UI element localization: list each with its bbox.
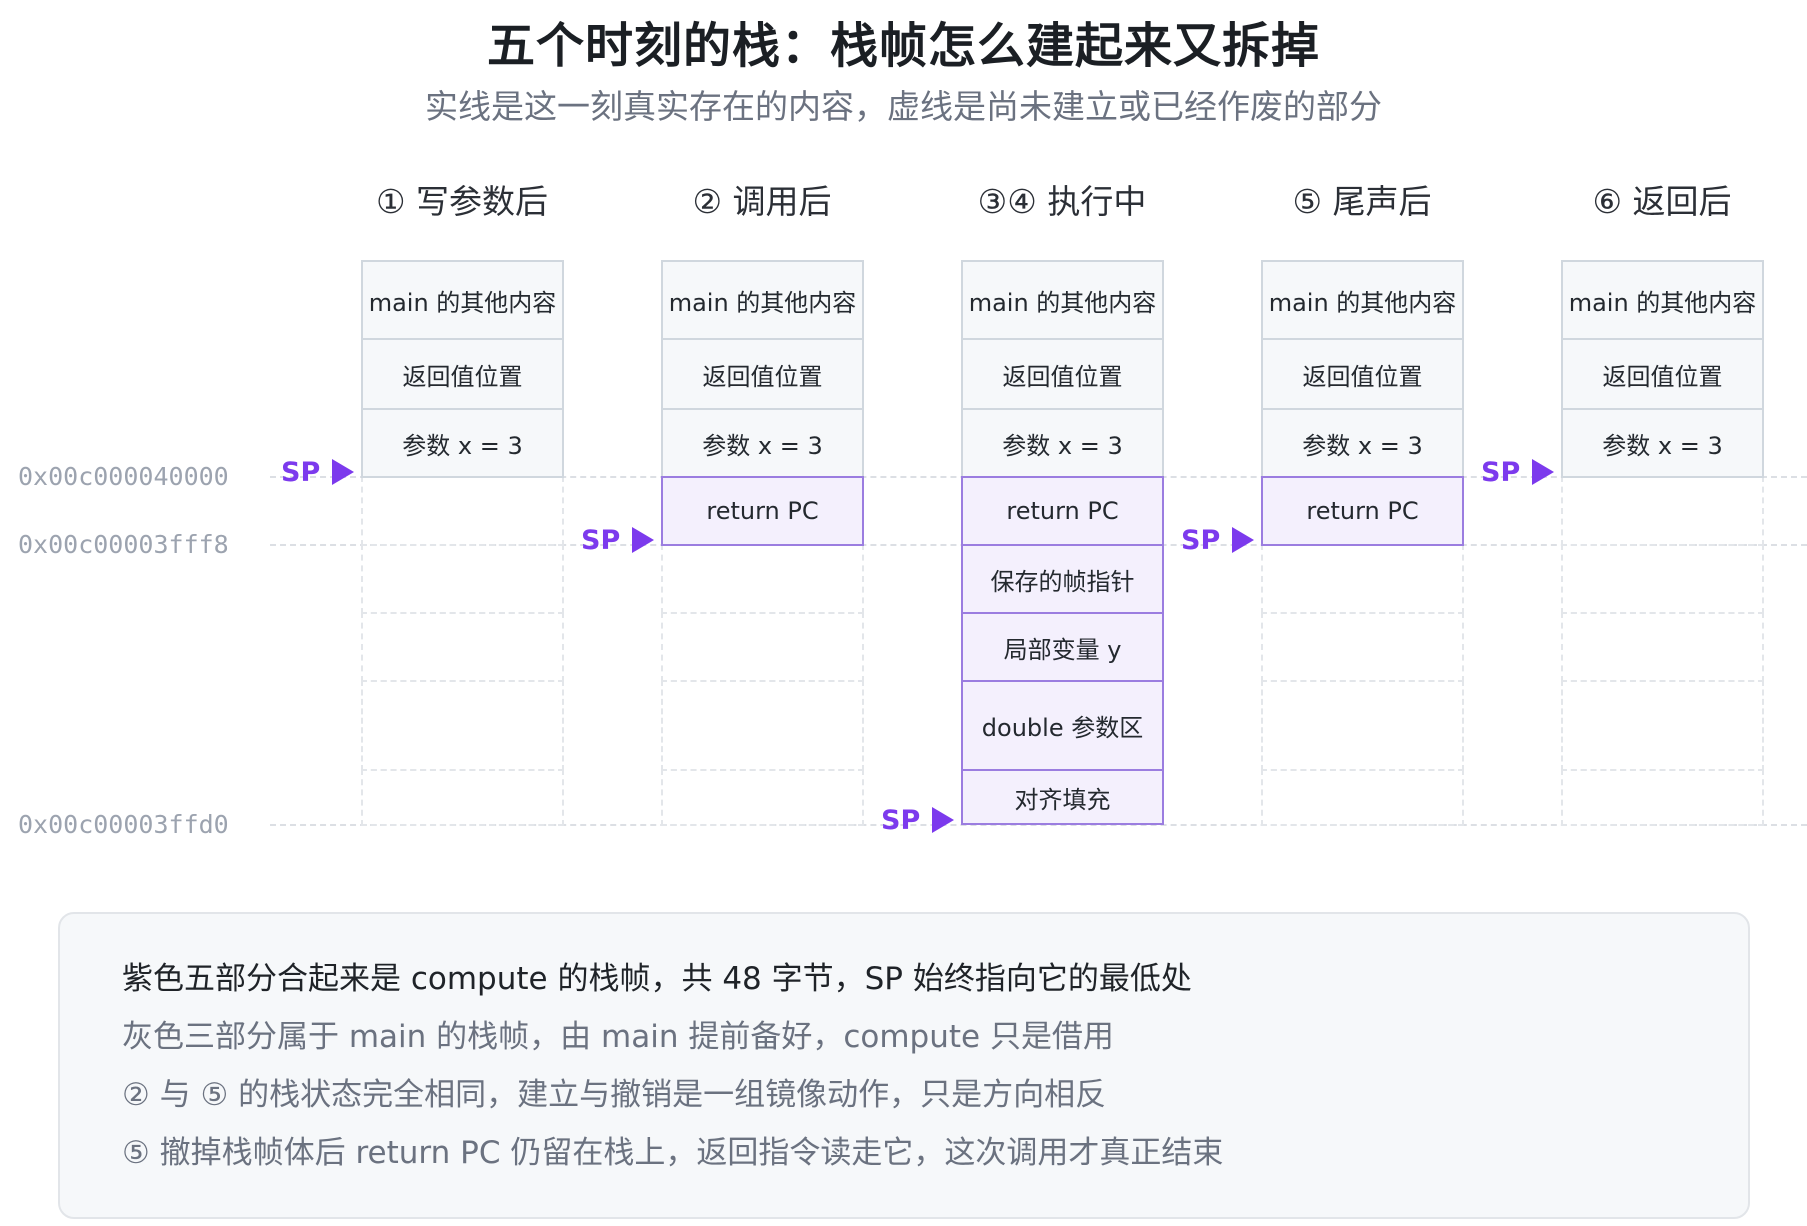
sp-label: SP (581, 525, 621, 556)
caller-slot: 参数 x = 3 (961, 408, 1164, 478)
caller-slot: main 的其他内容 (961, 260, 1164, 340)
frame-slot: return PC (961, 476, 1164, 546)
address-label: 0x00c00003ffd0 (18, 810, 229, 839)
empty-slot (1561, 544, 1764, 614)
address-label: 0x00c000040000 (18, 462, 229, 491)
empty-slot (1261, 612, 1464, 682)
sp-pointer: SP (581, 525, 655, 556)
caller-slot: main 的其他内容 (1261, 260, 1464, 340)
note-line: 灰色三部分属于 main 的栈帧，由 main 提前备好，compute 只是借… (122, 1019, 1114, 1055)
empty-slot (1261, 769, 1464, 826)
sp-label: SP (281, 457, 321, 488)
triangle-arrow-icon (1532, 459, 1555, 485)
caller-slot: main 的其他内容 (361, 260, 564, 340)
diagram-subtitle: 实线是这一刻真实存在的内容，虚线是尚未建立或已经作废的部分 (425, 87, 1382, 126)
stack-column: main 的其他内容返回值位置参数 x = 3 (361, 260, 564, 826)
address-label: 0x00c00003fff8 (18, 530, 229, 559)
empty-slot (661, 769, 864, 826)
frame-slot: 对齐填充 (961, 769, 1164, 825)
empty-slot (661, 544, 864, 614)
sp-label: SP (1181, 525, 1221, 556)
frame-slot: 保存的帧指针 (961, 544, 1164, 614)
frame-slot: return PC (1261, 476, 1464, 546)
sp-pointer: SP (881, 805, 955, 836)
empty-slot (1261, 680, 1464, 771)
column-heading: ② 调用后 (692, 182, 832, 221)
sp-pointer: SP (1181, 525, 1255, 556)
note-line: ⑤ 撤掉栈帧体后 return PC 仍留在栈上，返回指令读走它，这次调用才真正… (122, 1135, 1224, 1171)
triangle-arrow-icon (932, 807, 955, 833)
sp-pointer: SP (1481, 457, 1555, 488)
stack-column: main 的其他内容返回值位置参数 x = 3 (1561, 260, 1764, 826)
frame-slot: double 参数区 (961, 680, 1164, 771)
empty-slot (361, 476, 564, 546)
empty-slot (661, 680, 864, 771)
empty-slot (361, 680, 564, 771)
column-heading: ③④ 执行中 (977, 182, 1147, 221)
column-heading: ① 写参数后 (375, 182, 549, 221)
caller-slot: 返回值位置 (661, 338, 864, 410)
sp-label: SP (881, 805, 921, 836)
empty-slot (361, 769, 564, 826)
note-line: ② 与 ⑤ 的栈状态完全相同，建立与撤销是一组镜像动作，只是方向相反 (122, 1077, 1107, 1113)
empty-slot (361, 544, 564, 614)
caller-slot: 参数 x = 3 (361, 408, 564, 478)
caller-slot: 参数 x = 3 (1261, 408, 1464, 478)
guide-line-addr-3 (270, 824, 1807, 826)
sp-label: SP (1481, 457, 1521, 488)
sp-pointer: SP (281, 457, 355, 488)
notes-panel: 紫色五部分合起来是 compute 的栈帧，共 48 字节，SP 始终指向它的最… (58, 912, 1750, 1219)
caller-slot: 返回值位置 (1561, 338, 1764, 410)
caller-slot: 返回值位置 (1261, 338, 1464, 410)
frame-slot: return PC (661, 476, 864, 546)
triangle-arrow-icon (1232, 527, 1255, 553)
caller-slot: 参数 x = 3 (1561, 408, 1764, 478)
caller-slot: main 的其他内容 (661, 260, 864, 340)
caller-slot: main 的其他内容 (1561, 260, 1764, 340)
diagram-title: 五个时刻的栈：栈帧怎么建起来又拆掉 (486, 18, 1320, 74)
caller-slot: 返回值位置 (961, 338, 1164, 410)
empty-slot (661, 612, 864, 682)
note-line: 紫色五部分合起来是 compute 的栈帧，共 48 字节，SP 始终指向它的最… (122, 961, 1192, 997)
triangle-arrow-icon (332, 459, 355, 485)
caller-slot: 返回值位置 (361, 338, 564, 410)
triangle-arrow-icon (632, 527, 655, 553)
empty-slot (361, 612, 564, 682)
empty-slot (1261, 544, 1464, 614)
column-heading: ⑥ 返回后 (1592, 182, 1732, 221)
empty-slot (1561, 680, 1764, 771)
frame-slot: 局部变量 y (961, 612, 1164, 682)
caller-slot: 参数 x = 3 (661, 408, 864, 478)
column-heading: ⑤ 尾声后 (1292, 182, 1432, 221)
empty-slot (1561, 769, 1764, 826)
empty-slot (1561, 612, 1764, 682)
empty-slot (1561, 476, 1764, 546)
